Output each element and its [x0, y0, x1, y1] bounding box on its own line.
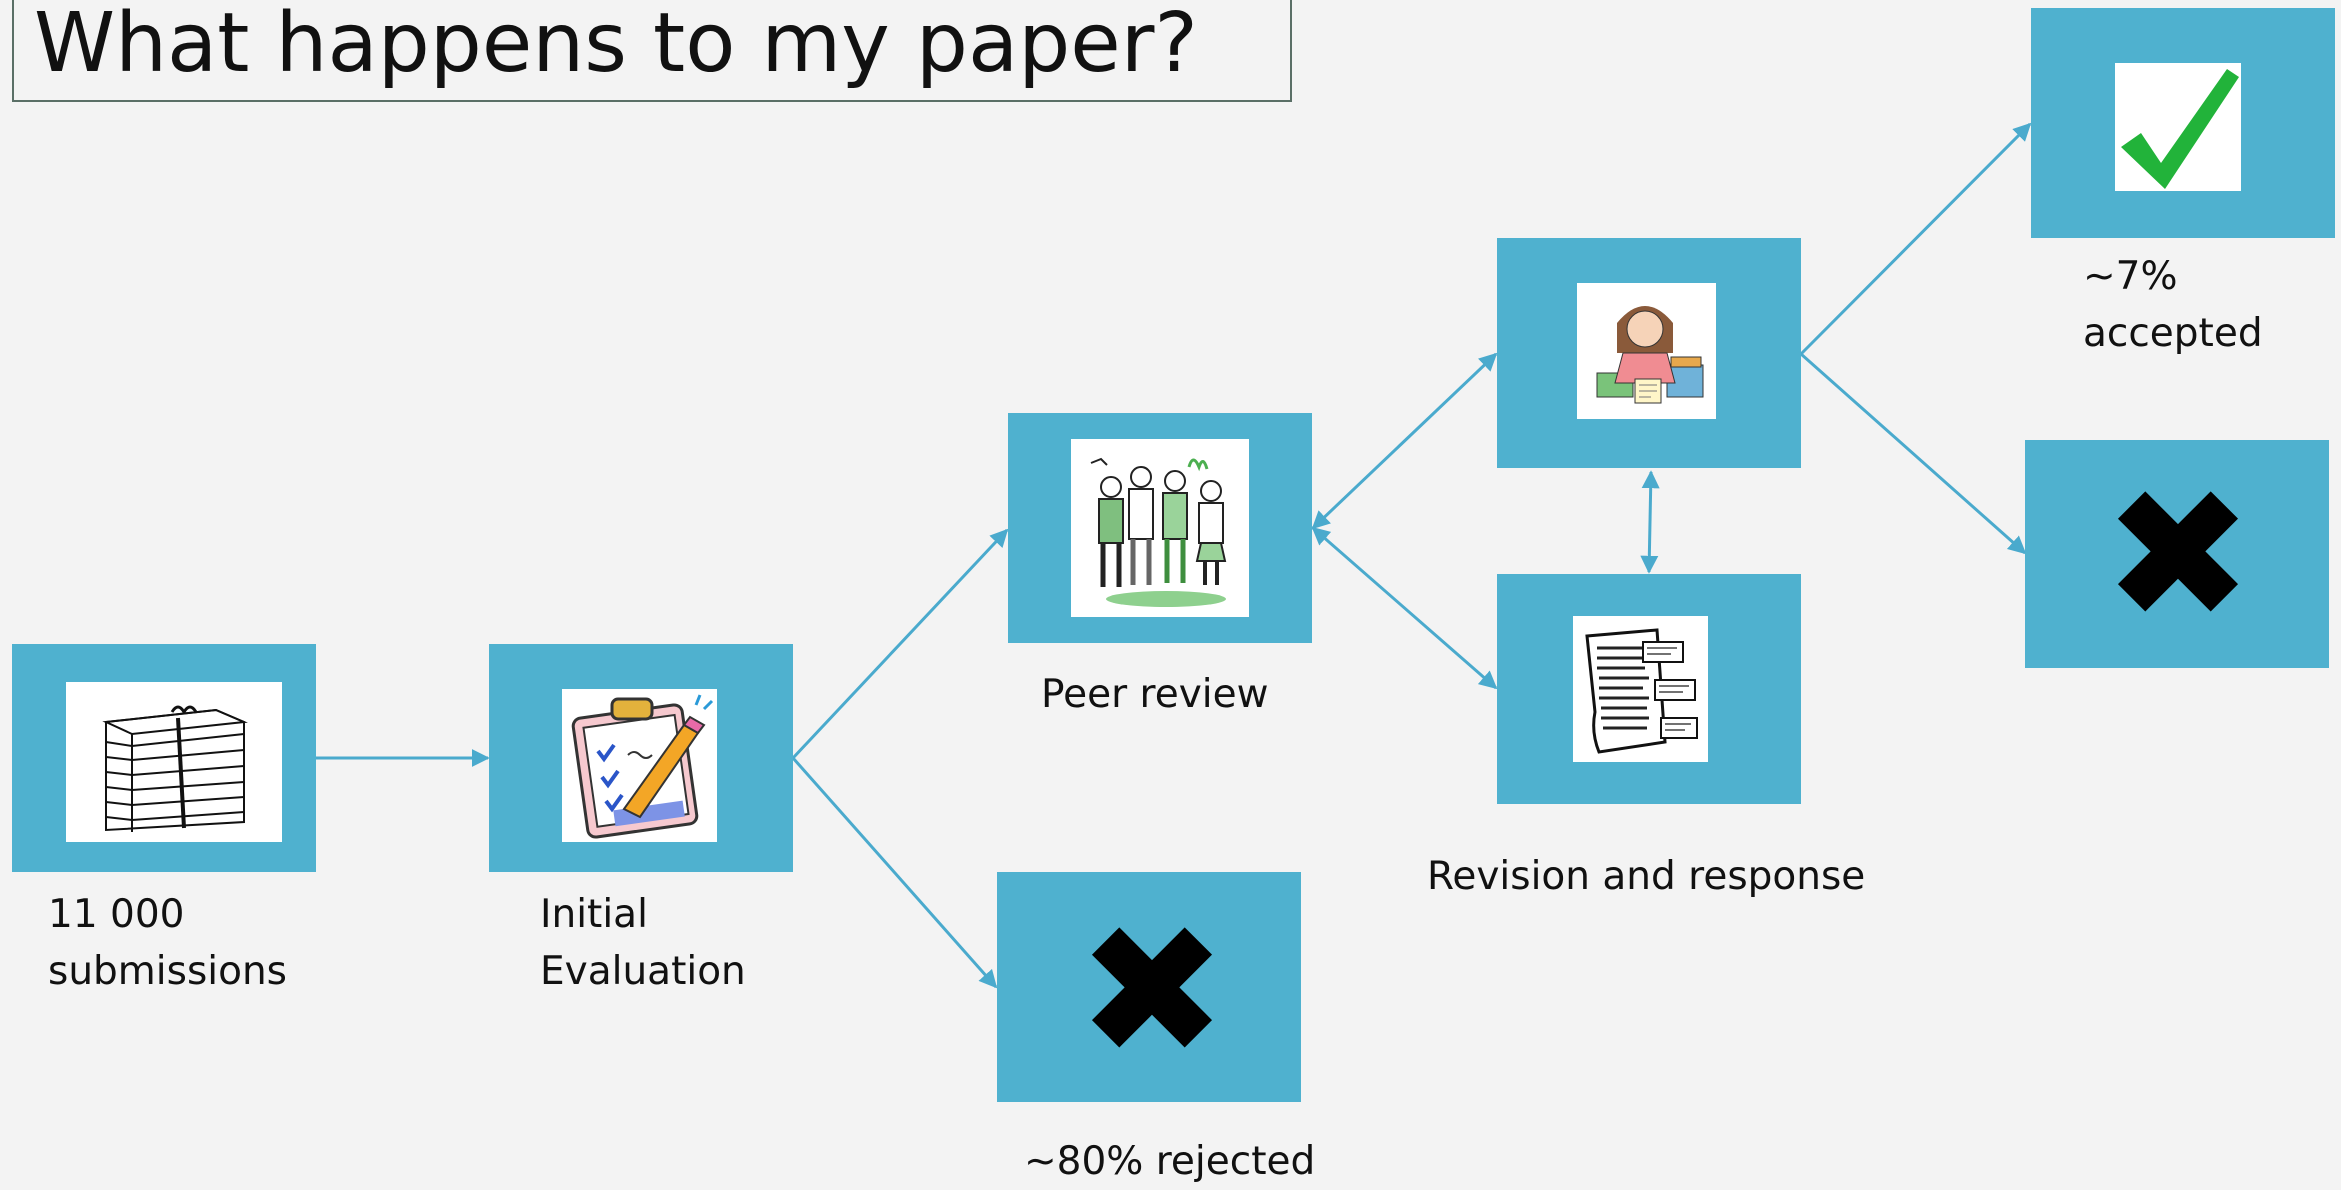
check-mark-icon	[2115, 63, 2241, 191]
x-mark-icon: ✖	[2102, 451, 2254, 660]
rejected-initial-label: ~80% rejected	[1024, 1139, 1316, 1184]
clipboard-checklist-icon	[562, 689, 717, 842]
arrow-initial-to-rejected	[791, 757, 998, 989]
accepted-label: accepted	[2083, 311, 2263, 356]
peer-review-label: Peer review	[1041, 672, 1269, 717]
peer-review-node	[1008, 413, 1312, 643]
arrow-peer-review-document	[1311, 526, 1498, 690]
author-working-icon	[1577, 283, 1716, 419]
accepted-percent: ~7%	[2083, 254, 2178, 299]
x-mark-icon: ✖	[1076, 887, 1228, 1096]
submissions-label: submissions	[48, 949, 287, 994]
submissions-count: 11 000	[48, 892, 185, 937]
paper-stack-icon	[66, 682, 282, 842]
author-revision-node	[1497, 238, 1801, 468]
initial-label-line2: Evaluation	[540, 949, 746, 994]
commented-document-node	[1497, 574, 1801, 804]
accepted-node	[2031, 8, 2335, 238]
arrow-author-to-rejected	[1800, 352, 2027, 555]
rejected-final-node: ✖	[2025, 440, 2329, 668]
rejected-initial-node: ✖	[997, 872, 1301, 1102]
reviewers-group-icon	[1071, 439, 1249, 617]
initial-evaluation-node	[489, 644, 793, 872]
page-title: What happens to my paper?	[34, 0, 1198, 91]
commented-document-icon	[1573, 616, 1708, 762]
arrow-author-to-accepted	[1799, 122, 2032, 356]
title-box: What happens to my paper?	[12, 0, 1292, 102]
initial-label-line1: Initial	[540, 892, 648, 937]
arrow-author-document	[1640, 470, 1660, 574]
arrow-peer-review-author	[1311, 352, 1498, 530]
arrow-initial-to-peer-review	[791, 528, 1009, 760]
submissions-node	[12, 644, 316, 872]
revision-label: Revision and response	[1427, 854, 1866, 899]
